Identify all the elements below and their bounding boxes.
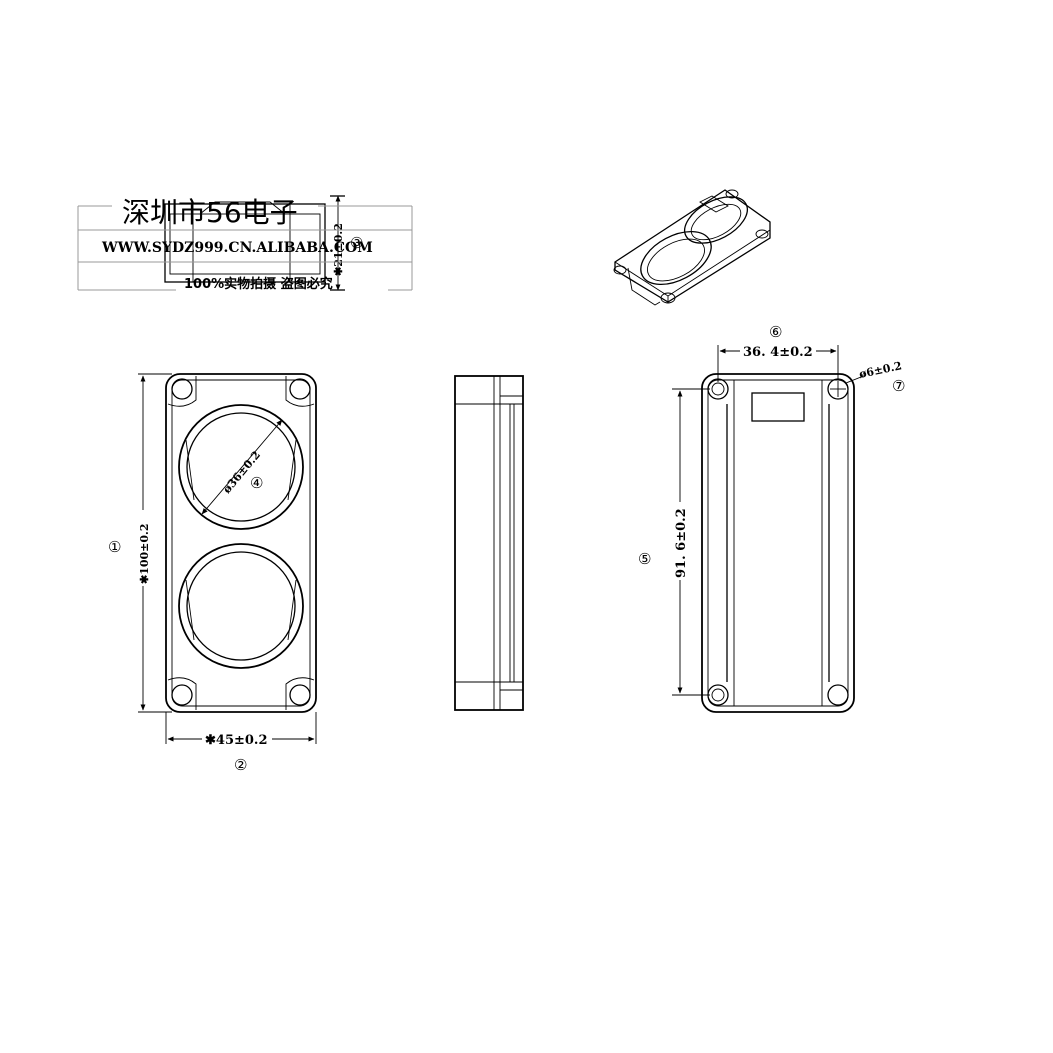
watermark-url: WWW.SYDZ999.CN.ALIBABA.COM [101, 240, 373, 256]
callout-1: ① [108, 538, 121, 556]
hole-spacing-horizontal-dimension: 36. 4±0.2 [743, 345, 813, 360]
label-window [751, 392, 805, 422]
width-dimension: ✱45±0.2 [205, 733, 268, 748]
callout-3: ③ [350, 234, 363, 252]
watermark-note: 100%实物拍摄 盗图必究 [184, 276, 333, 292]
hole-spacing-vertical-dimension: 91. 6±0.2 [674, 508, 689, 578]
height-dimension: ✱100±0.2 [138, 523, 151, 584]
callout-6: ⑥ [769, 323, 782, 341]
watermark: 深圳市56电子 WWW.SYDZ999.CN.ALIBABA.COM 100%实… [77, 196, 413, 292]
end-view: ✱21±0.2 ③ [164, 195, 363, 291]
callout-7: ⑦ [892, 377, 905, 395]
watermark-title: 深圳市56电子 [122, 196, 298, 229]
callout-4: ④ [250, 474, 263, 492]
depth-dimension: ✱21±0.2 [332, 223, 345, 276]
front-view: ø36±0.2 ④ ✱100±0.2 ① ✱45±0.2 ② [108, 373, 317, 774]
callout-5: ⑤ [638, 550, 651, 568]
isometric-view [613, 189, 771, 306]
back-view: 36. 4±0.2 ⑥ ø6±0.2 ⑦ 91. 6±0.2 ⑤ [638, 323, 905, 713]
side-view [454, 375, 524, 711]
callout-2: ② [234, 756, 247, 774]
